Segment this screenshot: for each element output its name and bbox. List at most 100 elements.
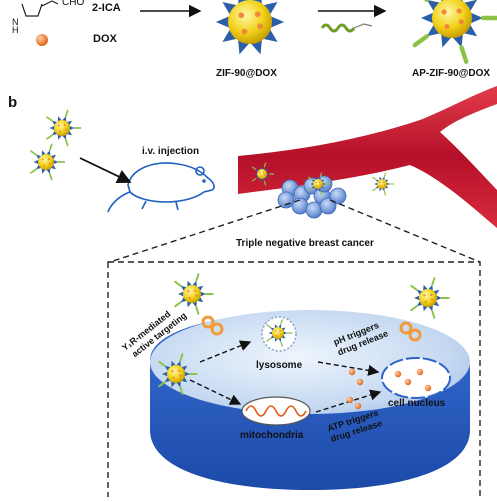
ica-label: 2-ICA [92,2,121,14]
dox-dot [444,24,450,30]
cell-nucleus [381,357,451,399]
tumor-cell [329,187,347,205]
dox-dot [187,290,190,293]
zif-spike [433,300,440,307]
zoom-lines [109,199,481,263]
peptide-chain [410,284,418,291]
peptide-chain [252,166,257,171]
peptide-chain [46,134,53,140]
nanoparticles [30,0,497,395]
zif-spike [470,12,483,24]
zif-spike [35,154,42,160]
dox-dot [274,330,277,332]
injection-label: i.v. injection [142,146,200,157]
zif-spike [200,291,206,297]
dox-dot [423,294,426,297]
dox-dot [178,369,181,372]
dox-dot [383,184,386,186]
zif-spike [375,185,380,189]
zif-spike [281,334,286,339]
nanoparticle-core [228,0,272,44]
zif-spike [268,331,273,335]
zif-spike [164,376,171,383]
zif-spike [384,185,389,189]
peptide-chain [174,280,182,287]
zif-spike [254,172,258,176]
peptide-chain [158,360,166,367]
peptide-chain [46,116,53,122]
zif-spike [269,15,285,29]
peptide-chain [308,187,313,192]
peptide-chain [431,310,436,319]
zif-spike [426,24,441,37]
dox-dot [259,171,261,174]
released-dox [394,370,402,378]
dox-dot [42,164,46,167]
dox-dot [57,124,60,127]
zif-spike [311,179,316,183]
dox-dot [430,298,434,301]
peptide-chain [64,109,69,118]
mouse-icon [107,162,215,213]
dox-dot [171,370,174,373]
zif-spike [264,175,269,179]
zif-spike [264,169,269,173]
dox-dot [63,124,66,127]
peptide-chain [48,172,53,181]
dox-dot [238,12,245,19]
dox-label: DOX [93,33,117,45]
injection-arrow [79,157,132,184]
zif-spike [414,295,420,301]
lysosome-label: lysosome [256,360,303,371]
peptide-chain [280,341,283,347]
dox-dot [279,333,282,335]
injected-particle-1 [46,109,82,147]
peptide-chain [383,190,387,196]
zif-spike [222,1,238,16]
dox-dot [319,184,322,186]
peptide-chain [64,138,69,147]
blood-vessel [238,86,497,228]
tumor-cell [319,197,337,215]
dox-dot [379,181,381,184]
peptide-chain [252,177,257,182]
nanoparticle-core [183,285,201,303]
zif-spike [310,182,314,186]
zif-spike [421,12,434,24]
zif-spike [180,285,187,292]
panel-a [21,0,387,46]
zif-spike [197,296,204,303]
y1r-receptor [399,321,422,342]
dox-dot [318,181,321,184]
cho-label: CHO [62,0,85,8]
zif-spike [266,172,270,176]
peptide-chain [158,381,166,388]
dox-dot [315,181,317,184]
dox-dot [58,130,62,133]
zif-spike [375,179,380,183]
tumor-cell [305,201,323,219]
dox-dot [241,28,248,35]
tumor-label: Triple negative breast cancer [236,238,374,249]
zif-spike [255,169,260,173]
zif-spike [178,291,184,297]
zif-spike [270,327,275,332]
zif-spike [66,120,73,126]
mitochondria [241,396,311,426]
peptide-chain [280,319,283,325]
dox-dot [262,171,265,174]
zif-spike [181,365,188,372]
zif-spike [262,28,278,43]
dox-dot [41,158,44,161]
zif-spike [181,376,188,383]
targeting-particle [174,273,214,315]
nanoparticle-core [419,289,437,307]
peptide-chain [319,190,323,196]
dox-dot [263,174,266,176]
peptide-chain [412,34,430,48]
peptide-chain [179,386,184,395]
dox-dot [172,376,175,380]
zif-spike [386,182,390,186]
